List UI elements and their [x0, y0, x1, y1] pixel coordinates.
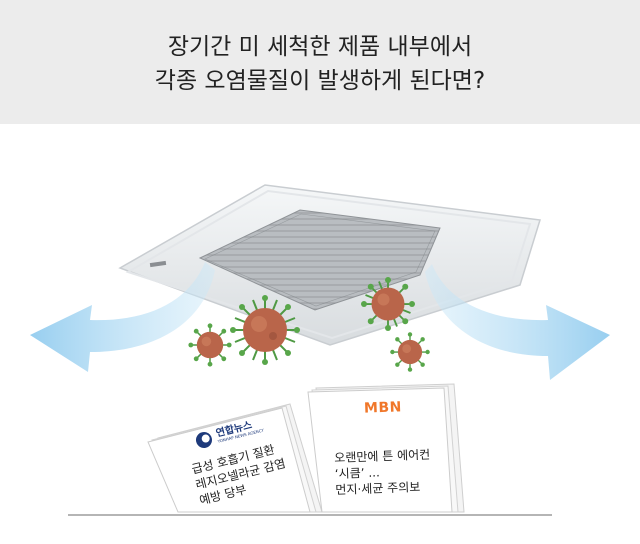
yonhap-logo-icon [196, 432, 212, 448]
virus-icon [230, 295, 300, 365]
newspaper-icon [147, 383, 465, 513]
headline: 장기간 미 세척한 제품 내부에서 각종 오염물질이 발생하게 된다면? [0, 30, 640, 98]
headline-line-1: 장기간 미 세척한 제품 내부에서 [167, 34, 473, 60]
virus-icon [390, 332, 430, 372]
airflow-left-arrow-icon [30, 262, 215, 372]
virus-icon [188, 323, 232, 367]
airflow-right-arrow-icon [425, 264, 610, 380]
illustration [30, 184, 610, 516]
header-band [0, 0, 640, 124]
headline-line-2: 각종 오염물질이 발생하게 된다면? [154, 68, 486, 94]
virus-icon [361, 277, 415, 331]
